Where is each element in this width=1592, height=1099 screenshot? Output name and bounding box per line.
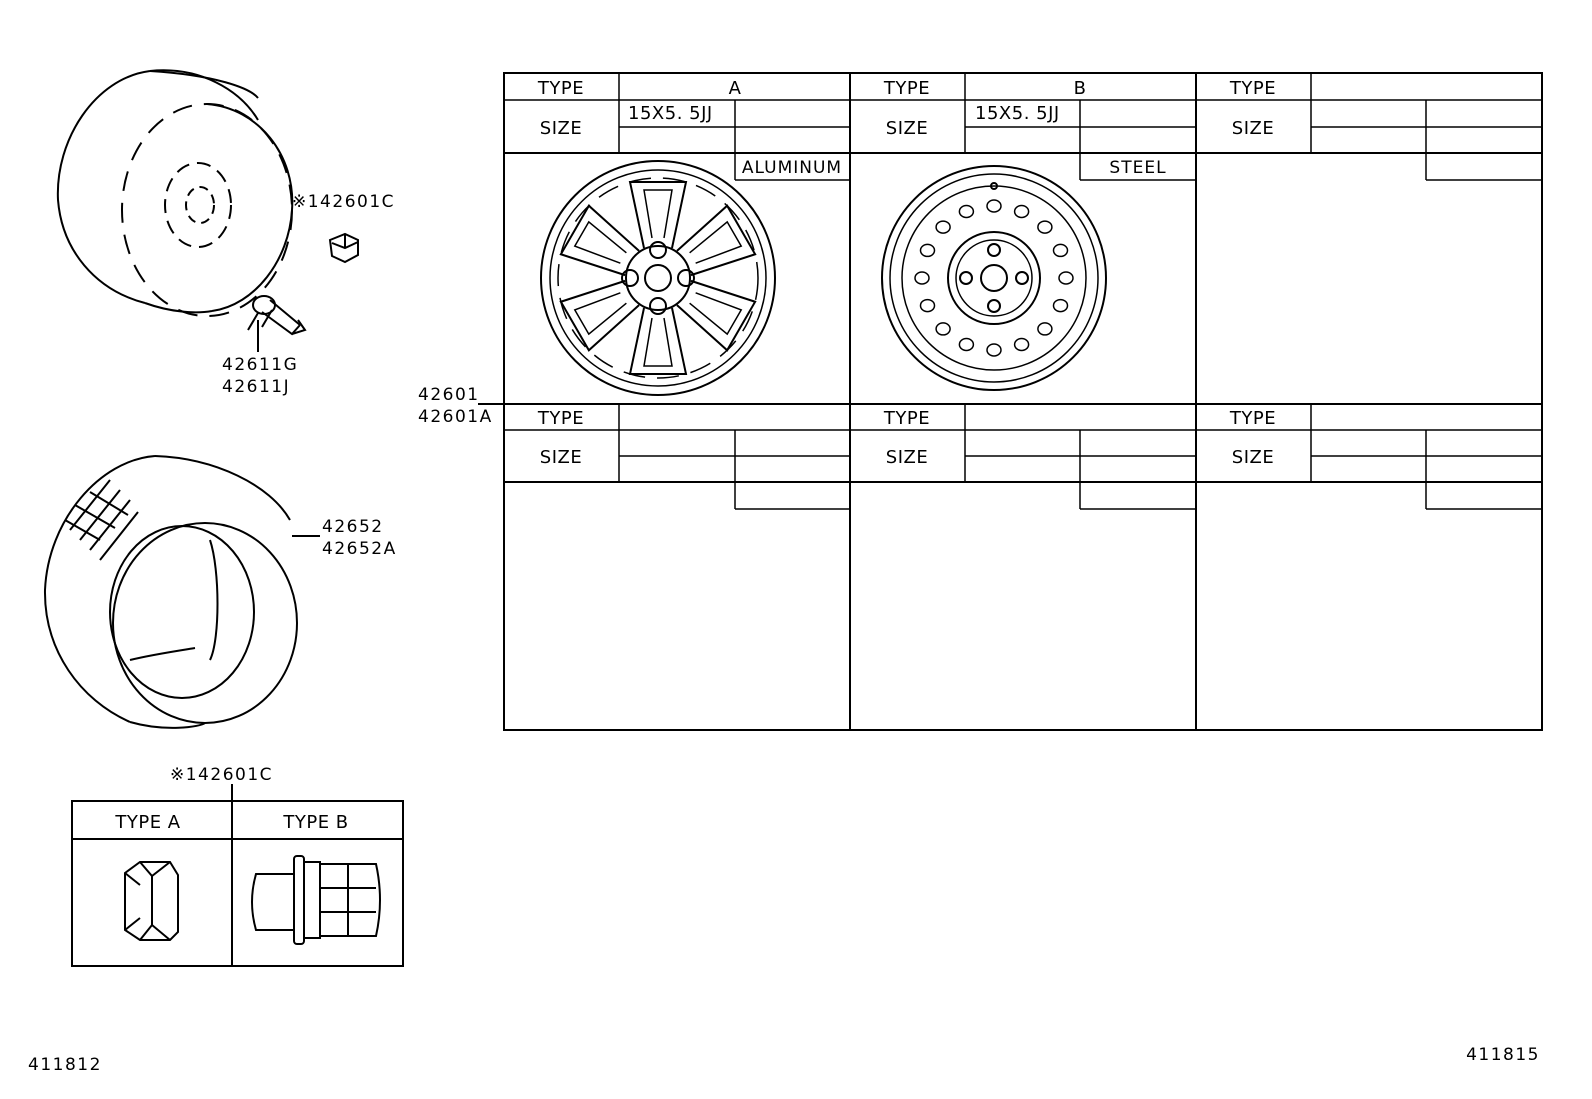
lug-nut-type-a-icon [124, 861, 179, 941]
type-label-d: TYPE [537, 408, 584, 429]
size-label-e: SIZE [886, 447, 928, 468]
callout-wheel-1: 42601 [418, 385, 480, 405]
callout-nut-bottom: ※142601C [170, 765, 273, 785]
nut-table [71, 800, 404, 967]
lug-nut-type-b-icon [251, 855, 381, 945]
steel-wheel-vent-holes [914, 199, 1074, 357]
callout-nut-top: ※142601C [292, 192, 395, 212]
valve-stem-icon [247, 295, 307, 352]
size-value-a: 15X5. 5JJ [628, 103, 713, 124]
wheel-table [503, 72, 1543, 731]
footer-right-code: 411815 [1466, 1045, 1540, 1065]
type-label-a: TYPE [537, 78, 584, 99]
material-a: ALUMINUM [742, 158, 842, 178]
nut-type-b-label: TYPE B [282, 812, 348, 833]
vent-hole [1058, 271, 1074, 285]
size-label-c: SIZE [1232, 118, 1274, 139]
vent-hole [919, 243, 936, 258]
steel-wheel-icon [881, 165, 1107, 391]
alloy-wheel-icon [540, 160, 776, 396]
vent-hole [935, 322, 951, 336]
size-value-b: 15X5. 5JJ [975, 103, 1060, 124]
vent-hole [1052, 243, 1069, 258]
vent-hole [935, 220, 951, 234]
type-value-b: B [1074, 78, 1087, 99]
callout-tire-2: 42652A [322, 539, 397, 559]
size-label-f: SIZE [1232, 447, 1274, 468]
vent-hole [986, 343, 1002, 357]
callout-tire-1: 42652 [322, 517, 384, 537]
vent-hole [1037, 322, 1053, 336]
type-value-a: A [729, 78, 742, 99]
size-label-a: SIZE [540, 118, 582, 139]
type-label-c: TYPE [1229, 78, 1276, 99]
vent-hole [958, 204, 975, 219]
vent-hole [1052, 298, 1069, 313]
size-label-d: SIZE [540, 447, 582, 468]
footer-left-code: 411812 [28, 1055, 102, 1075]
callout-valve-1: 42611G [222, 355, 298, 375]
wheel-rim-icon [56, 69, 294, 317]
vent-hole [1013, 204, 1030, 219]
type-label-f: TYPE [1229, 408, 1276, 429]
vent-hole [958, 337, 975, 352]
callout-valve-2: 42611J [222, 377, 290, 397]
vent-hole [1037, 220, 1053, 234]
type-label-b: TYPE [883, 78, 930, 99]
type-label-e: TYPE [883, 408, 930, 429]
hub-nut-icon [328, 232, 359, 264]
vent-hole [986, 199, 1002, 213]
tire-icon [43, 455, 298, 729]
material-b: STEEL [1109, 158, 1166, 178]
callout-wheel-2: 42601A [418, 407, 493, 427]
vent-hole [919, 298, 936, 313]
nut-type-a-label: TYPE A [114, 812, 180, 833]
vent-hole [914, 271, 930, 285]
vent-hole [1013, 337, 1030, 352]
size-label-b: SIZE [886, 118, 928, 139]
